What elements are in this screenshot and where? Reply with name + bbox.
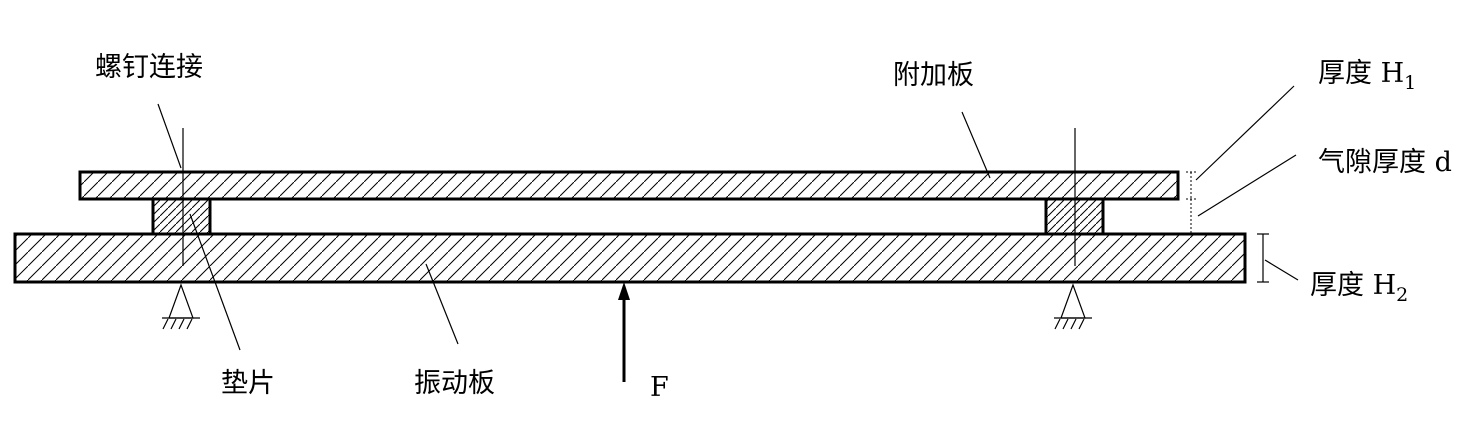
gasket-left <box>151 197 212 236</box>
dim-gap <box>1186 199 1196 235</box>
leader-vibrating-plate <box>425 263 459 345</box>
support-right <box>1054 283 1092 330</box>
label-thickness-h2: 厚度 H2 <box>1310 270 1409 306</box>
label-vibrating-plate: 振动板 <box>414 368 495 399</box>
leader-gap <box>1197 154 1297 217</box>
additional-plate <box>78 170 1180 201</box>
leader-bolt <box>157 103 182 169</box>
label-bolt-connection: 螺钉连接 <box>95 52 203 83</box>
leader-additional-plate <box>961 111 991 179</box>
label-gasket: 垫片 <box>221 368 275 399</box>
leader-gasket <box>189 213 241 351</box>
label-force: F <box>650 372 669 403</box>
label-additional-plate: 附加板 <box>893 60 974 91</box>
label-air-gap: 气隙厚度 d <box>1318 147 1452 178</box>
force-arrow <box>618 282 630 382</box>
leader-h1 <box>1195 85 1295 181</box>
label-thickness-h1: 厚度 H1 <box>1318 58 1417 94</box>
dim-h2 <box>1257 233 1269 283</box>
support-left <box>162 283 200 330</box>
vibrating-plate <box>13 232 1247 284</box>
dim-h1 <box>1186 171 1196 200</box>
leader-h2 <box>1264 259 1299 281</box>
